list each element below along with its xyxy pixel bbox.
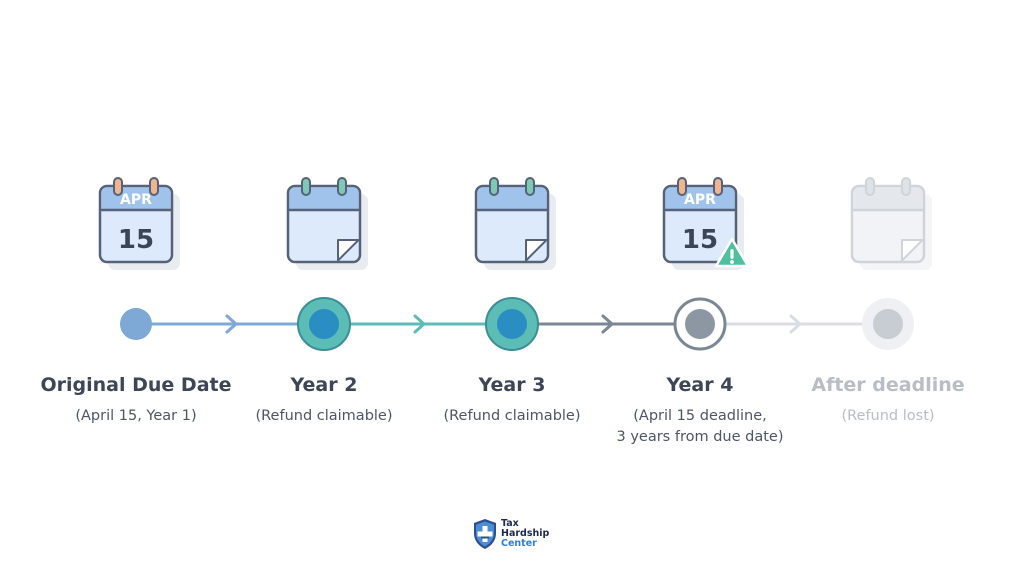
connector-4 [700, 314, 888, 334]
node-dot [497, 309, 527, 339]
node-dot [873, 309, 903, 339]
logo-line-1: Tax [501, 518, 519, 529]
warning-icon [714, 237, 750, 268]
node-dot [309, 309, 339, 339]
logo-line-3: Center [501, 538, 537, 549]
calendar-ring [113, 177, 123, 196]
tax-hardship-center-logo: Tax Hardship Center [472, 515, 549, 553]
step-title: Year 4 [666, 374, 734, 396]
calendar-month: APR [684, 192, 716, 208]
arrow-right-icon [601, 314, 614, 334]
step-subtitle: (Refund claimable) [443, 408, 581, 424]
calendar-warning-icon: APR 15 [662, 177, 750, 270]
arrow-right-icon [413, 314, 426, 334]
page-curl [901, 239, 924, 262]
calendar-day: 15 [682, 225, 718, 255]
calendar-ring [713, 177, 723, 196]
calendar-blank-icon [474, 177, 556, 270]
calendar-ring [337, 177, 347, 196]
connector-2 [324, 314, 512, 334]
calendar-ring [149, 177, 159, 196]
step-subtitle: (Refund claimable) [255, 408, 393, 424]
calendar-day: 15 [118, 225, 154, 255]
step-title: After deadline [811, 374, 965, 396]
calendar-blank-icon [286, 177, 368, 270]
connector-1 [136, 314, 324, 334]
step-title: Year 2 [290, 374, 358, 396]
timeline-node-5 [862, 298, 914, 350]
logo-line-2: Hardship [501, 528, 550, 539]
calendar-ring [301, 177, 311, 196]
calendar-ring [525, 177, 535, 196]
page-curl [337, 239, 360, 262]
calendar-date-icon: APR 15 [98, 177, 180, 270]
calendar-month: APR [120, 192, 152, 208]
step-title: Original Due Date [40, 374, 232, 396]
calendar-ring [901, 177, 911, 196]
step-subtitle: (Refund lost) [841, 408, 935, 424]
timeline-node-1 [120, 308, 152, 340]
step-subtitle: (April 15 deadline, 3 years from due dat… [616, 408, 784, 445]
calendar-blank-icon [850, 177, 932, 270]
page-curl [525, 239, 548, 262]
timeline-node-3 [485, 297, 539, 351]
timeline-node-4 [673, 297, 727, 351]
arrow-right-icon [225, 314, 238, 334]
calendar-ring [865, 177, 875, 196]
timeline-node-2 [297, 297, 351, 351]
calendar-ring [677, 177, 687, 196]
node-dot [685, 309, 715, 339]
connector-3 [512, 314, 700, 334]
step-title: Year 3 [478, 374, 546, 396]
shield-cross-icon [474, 519, 496, 549]
calendar-ring [489, 177, 499, 196]
node-dot [120, 308, 152, 340]
arrow-right-icon [789, 314, 802, 334]
step-subtitle: (April 15, Year 1) [75, 408, 197, 424]
